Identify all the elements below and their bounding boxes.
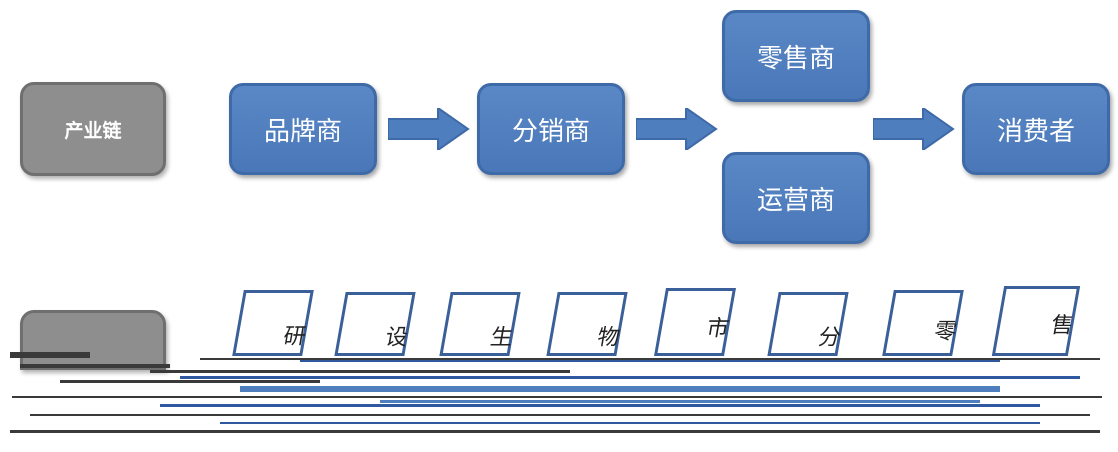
node-brand: 品牌商 (229, 83, 377, 175)
node-operator-label: 运营商 (756, 185, 835, 216)
node-consumer-label: 消费者 (996, 116, 1075, 147)
node-distributor-label: 分销商 (511, 116, 590, 147)
industry-chain-label: 产业链 (20, 82, 166, 176)
node-operator: 运营商 (722, 152, 870, 244)
arrow-right-icon (873, 108, 955, 150)
arrow-right-icon (636, 108, 718, 150)
arrow-right-icon (388, 108, 470, 150)
segment-marketing-label: 市 (700, 316, 731, 342)
node-distributor: 分销商 (477, 83, 625, 175)
industry-chain-label-text: 产业链 (64, 119, 122, 142)
rendering-artifact-area (10, 352, 1102, 433)
segment-aftersales-label: 售 (1044, 313, 1075, 339)
node-brand-label: 品牌商 (263, 116, 342, 147)
node-retailer: 零售商 (722, 10, 870, 102)
node-retailer-label: 零售商 (756, 43, 835, 74)
node-consumer: 消费者 (962, 83, 1110, 175)
value-chain-label (20, 310, 166, 370)
